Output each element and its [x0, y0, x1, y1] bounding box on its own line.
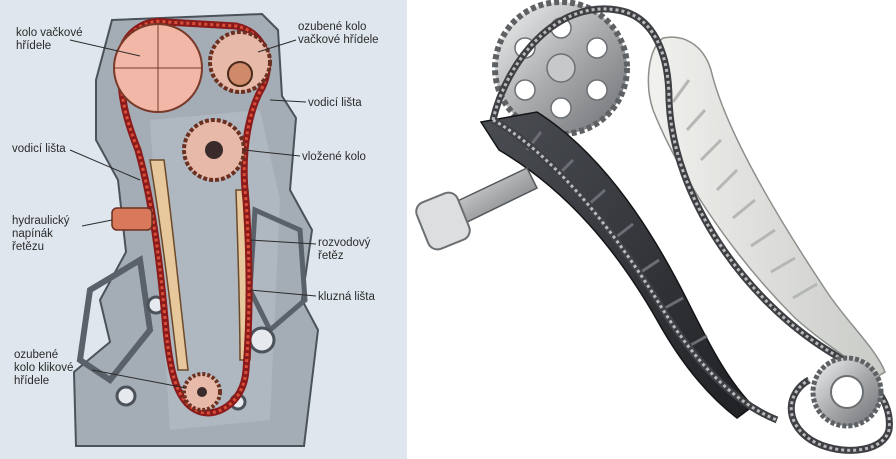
crankshaft-sprocket-bore	[831, 376, 863, 408]
label-guide-rail-upper: vodicí lišta	[308, 97, 362, 109]
hydraulic-tensioner	[112, 208, 152, 230]
label-line: vačkové hřídele	[298, 34, 379, 46]
label-intermediate-wheel: vložené kolo	[302, 151, 366, 163]
label-line: ozubené kolo	[298, 21, 366, 33]
timing-kit-illustration	[407, 0, 896, 459]
label-line: kolo klikové	[14, 362, 73, 374]
label-line: hydraulický	[12, 215, 70, 227]
label-line: rozvodový	[318, 237, 371, 249]
label-line: řetězu	[12, 241, 44, 253]
crankshaft-sprocket-hub	[197, 387, 207, 397]
intermediate-wheel-hub	[205, 141, 223, 159]
mount-hole	[117, 387, 135, 405]
label-sliding-rail: kluzná lišta	[318, 291, 375, 303]
mount-hole	[250, 328, 274, 352]
label-line: kolo vačkové	[16, 27, 82, 39]
label-line: hřídele	[14, 375, 49, 387]
camshaft-sprocket-hub	[228, 62, 252, 86]
label-guide-rail-left: vodicí lišta	[12, 143, 66, 155]
label-line: napínák	[12, 228, 53, 240]
label-line: hřídele	[16, 40, 51, 52]
timing-kit-photo-panel	[407, 0, 896, 459]
label-line: řetěz	[318, 250, 344, 262]
label-line: ozubené	[14, 349, 58, 361]
